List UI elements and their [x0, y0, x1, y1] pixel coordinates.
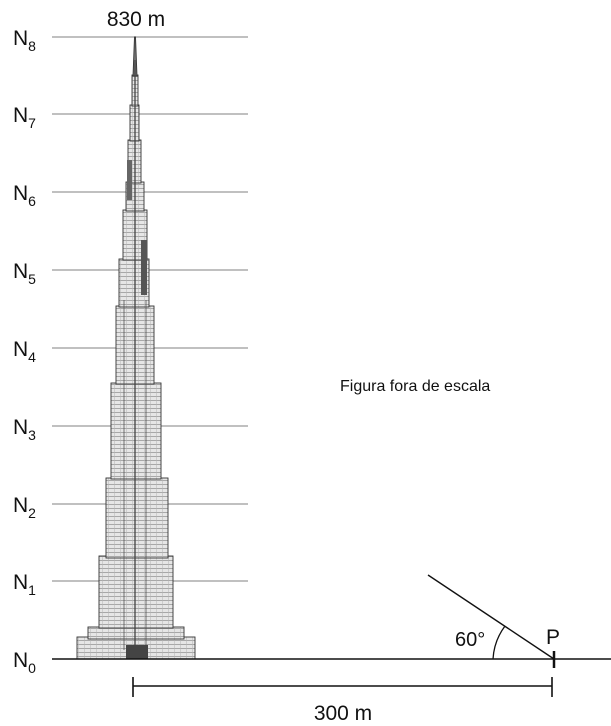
distance-dimension [132, 677, 553, 697]
building-wing-1 [98, 555, 174, 629]
angle-label: 60° [455, 629, 485, 651]
level-label-4: N4 [13, 338, 36, 365]
level-label-3: N3 [13, 416, 36, 443]
figure-caption: Figura fora de escala [340, 378, 490, 395]
building-wing-2 [105, 477, 169, 559]
level-label-5: N5 [13, 260, 36, 287]
level-label-2: N2 [13, 494, 36, 521]
level-label-6: N6 [13, 182, 36, 209]
building [76, 36, 196, 660]
level-label-7: N7 [13, 104, 36, 131]
level-label-0: N0 [13, 649, 36, 676]
angle-arc [492, 625, 506, 660]
point-label: P [546, 626, 560, 649]
building-base-step [87, 626, 185, 640]
level-label-1: N1 [13, 571, 36, 598]
top-height-label: 830 m [107, 8, 165, 31]
building-wing-3 [110, 382, 162, 480]
sight-line [427, 574, 555, 660]
distance-label: 300 m [314, 702, 372, 725]
level-label-8: N8 [13, 27, 36, 54]
building-spire [132, 36, 138, 77]
